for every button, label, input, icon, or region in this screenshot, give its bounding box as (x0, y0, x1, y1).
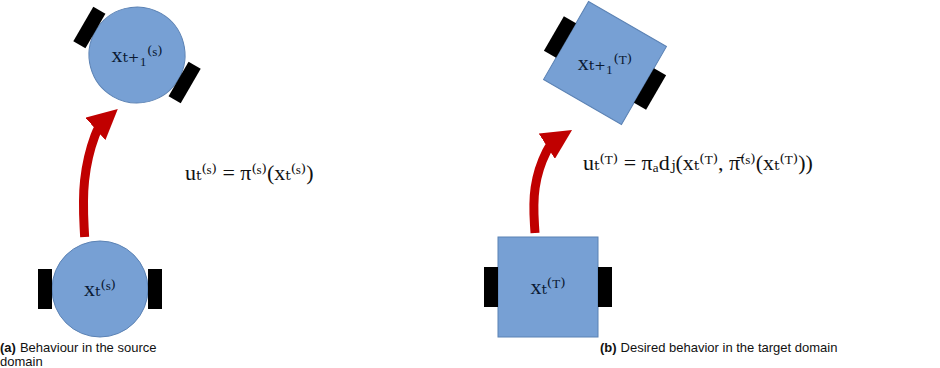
node-text-holder: xₜ₊₁⁽ˢ⁾ (89, 7, 185, 103)
action-arrow (534, 141, 555, 233)
node-text-holder: xₜ⁽ˢ⁾ (52, 241, 148, 337)
subfigure-caption: (a)Behaviour in the source domain (0, 341, 185, 368)
circle-robot: xₜ₊₁⁽ˢ⁾ (89, 7, 185, 103)
subfigure-caption: (b) Desired behavior in the target domain (600, 341, 920, 355)
subfigure-letter: (b) (600, 340, 617, 355)
robot-body (38, 241, 162, 337)
wheel (598, 267, 612, 307)
square-robot: xₜ⁽ᵀ⁾ (498, 237, 598, 337)
node-text-holder: xₜ₊₁⁽ᵀ⁾ (544, 2, 666, 124)
robot-square-body (544, 2, 667, 125)
wheel (38, 269, 52, 309)
wheel (148, 269, 162, 309)
state-label: xₜ₊₁⁽ᵀ⁾ (578, 51, 632, 75)
subfigure-letter: (a) (0, 340, 16, 355)
action-equation: uₜ⁽ˢ⁾ = π⁽ˢ⁾(xₜ⁽ˢ⁾) (185, 160, 313, 186)
robot-circle-body (52, 241, 148, 337)
robot-body (59, 0, 214, 128)
node-text-holder: xₜ⁽ᵀ⁾ (498, 237, 598, 337)
wheel (169, 62, 201, 104)
circle-robot: xₜ⁽ˢ⁾ (52, 241, 148, 337)
robot-body (484, 237, 612, 337)
wheel (73, 7, 105, 49)
robot-square-body (498, 237, 598, 337)
wheel (634, 68, 666, 110)
state-label: xₜ⁽ᵀ⁾ (530, 275, 565, 299)
state-label: xₜ⁽ˢ⁾ (84, 277, 116, 301)
robot-body (531, 0, 678, 131)
robot-circle-body (71, 0, 202, 121)
caption-text: Behaviour in the source domain (0, 340, 156, 368)
action-arrow (83, 122, 102, 237)
caption-text: Desired behavior in the target domain (621, 340, 838, 355)
wheel (484, 267, 498, 307)
square-robot: xₜ₊₁⁽ᵀ⁾ (544, 2, 666, 124)
wheel (544, 16, 576, 58)
state-label: xₜ₊₁⁽ˢ⁾ (111, 43, 162, 67)
action-equation: uₜ⁽ᵀ⁾ = πₐdⱼ(xₜ⁽ᵀ⁾, π̄⁽ˢ⁾(xₜ⁽ᵀ⁾)) (583, 150, 813, 176)
